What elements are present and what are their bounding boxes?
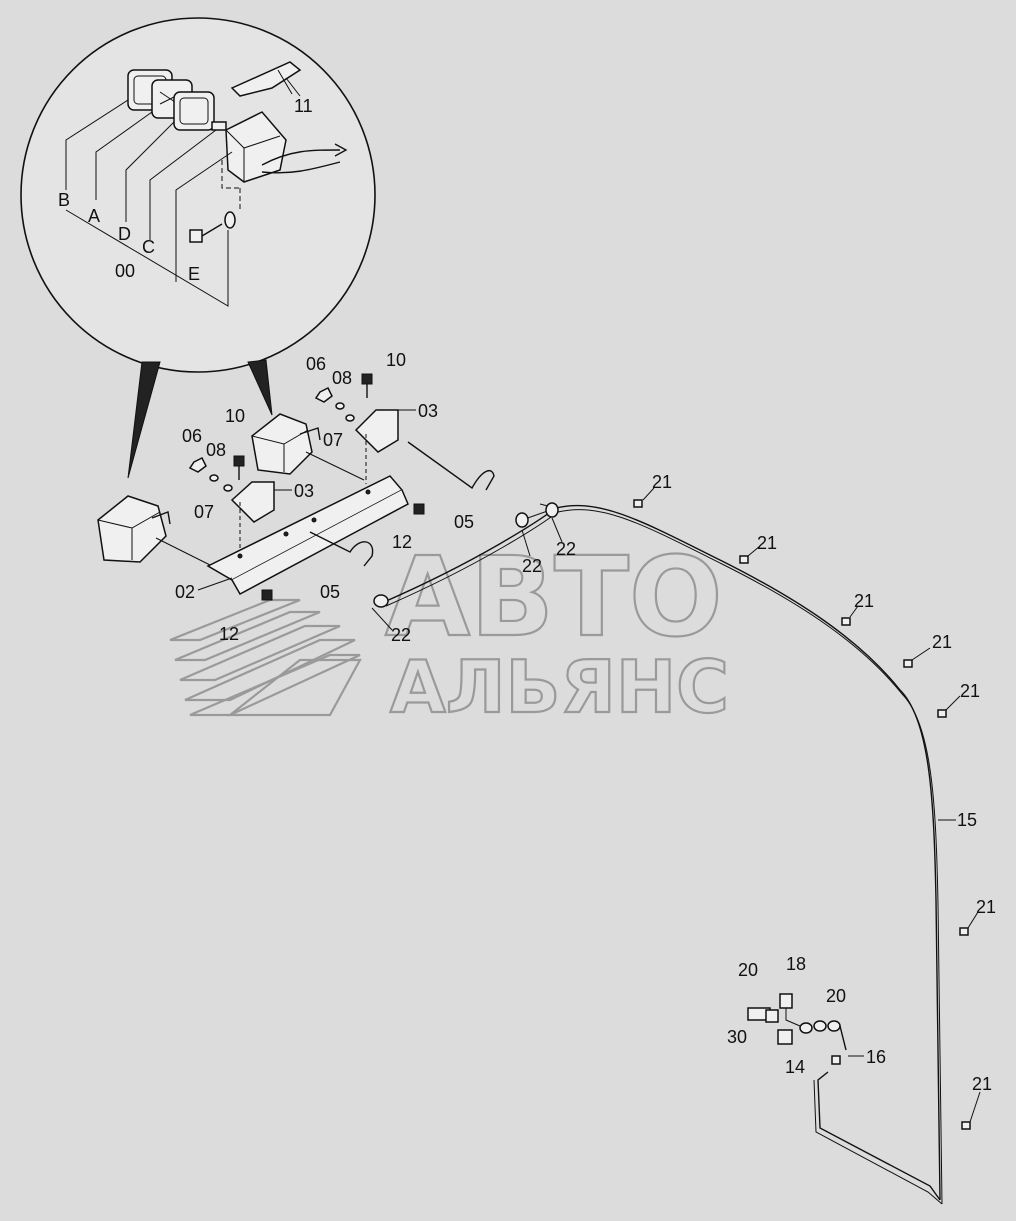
- watermark-logo: [169, 598, 362, 717]
- part-label-15: 15: [957, 810, 977, 830]
- tie-clips: [633, 499, 971, 1130]
- pointer-right: [247, 359, 273, 416]
- clip-22-c: [545, 502, 559, 518]
- part-label-21-f: 21: [976, 897, 996, 917]
- part-label-02: 02: [175, 582, 195, 602]
- connector-group: [747, 993, 847, 1065]
- detail-label-00: 00: [115, 261, 135, 281]
- part-label-06-upper: 06: [306, 354, 326, 374]
- part-label-20-right: 20: [826, 986, 846, 1006]
- lens-frame-d: [173, 91, 215, 131]
- part-label-21-a: 21: [652, 472, 672, 492]
- part-label-12-right: 12: [392, 532, 412, 552]
- u-bolt-upper: [407, 441, 495, 491]
- work-lamp-detail: [211, 111, 348, 183]
- clip-22-b: [515, 512, 529, 528]
- part-label-21-b: 21: [757, 533, 777, 553]
- part-label-10-upper: 10: [386, 350, 406, 370]
- clip-22-a: [373, 594, 389, 608]
- detail-label-d: D: [118, 224, 131, 244]
- bolt-e: [189, 211, 236, 243]
- part-label-03-lower: 03: [294, 481, 314, 501]
- part-label-16: 16: [866, 1047, 886, 1067]
- part-label-10-lower: 10: [225, 406, 245, 426]
- part-label-07-upper: 07: [323, 430, 343, 450]
- part-label-05-upper: 05: [454, 512, 474, 532]
- part-label-22-a: 22: [391, 625, 411, 645]
- detail-label-a: A: [88, 206, 100, 226]
- detail-label-11: 11: [294, 96, 313, 116]
- part-label-14: 14: [785, 1057, 805, 1077]
- watermark-line2: АЛЬЯНС: [390, 645, 729, 729]
- part-label-08-lower: 08: [206, 440, 226, 460]
- part-label-18: 18: [786, 954, 806, 974]
- leader-lines: [197, 409, 981, 1123]
- part-label-03-upper: 03: [418, 401, 438, 421]
- part-labels: 06 08 10 03 07 06 08 10 03 07 05 12 02 0…: [175, 350, 996, 1094]
- pointer-left: [127, 361, 161, 479]
- work-lamp-right: [251, 413, 365, 481]
- fasteners: [188, 373, 425, 601]
- part-label-20-left: 20: [738, 960, 758, 980]
- detail-label-b: B: [58, 190, 70, 210]
- part-label-21-d: 21: [932, 632, 952, 652]
- part-label-07-lower: 07: [194, 502, 214, 522]
- part-label-08-upper: 08: [332, 368, 352, 388]
- watermark: АВТО АЛЬЯНС: [169, 532, 730, 730]
- bracket-11-shape: [230, 61, 302, 97]
- detail-circle: [20, 17, 376, 373]
- bracket-03-right: [354, 409, 399, 484]
- part-label-22-c: 22: [556, 539, 576, 559]
- part-label-21-c: 21: [854, 591, 874, 611]
- part-label-21-g: 21: [972, 1074, 992, 1094]
- u-bolt-lower: [309, 531, 374, 567]
- detail-label-c: C: [142, 237, 155, 257]
- bracket-03-left: [230, 481, 275, 550]
- detail-label-e: E: [188, 264, 200, 284]
- part-label-21-e: 21: [960, 681, 980, 701]
- watermark-line1: АВТО: [385, 533, 723, 661]
- part-label-05-lower: 05: [320, 582, 340, 602]
- mounting-bar: [206, 475, 409, 596]
- detail-callout: B A D C 00 E 11: [20, 17, 376, 479]
- part-label-22-b: 22: [522, 556, 542, 576]
- work-lamp-left: [97, 495, 211, 566]
- part-label-12-left: 12: [219, 624, 239, 644]
- part-label-06-lower: 06: [182, 426, 202, 446]
- part-label-30: 30: [727, 1027, 747, 1047]
